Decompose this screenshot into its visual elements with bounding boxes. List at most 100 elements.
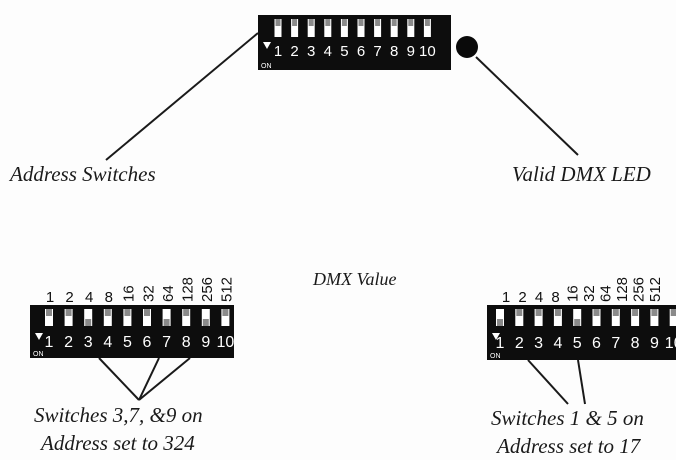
top-switch-knob-7 (375, 19, 381, 26)
right-switch-toggle-9 (650, 309, 659, 326)
left-value-2: 2 (65, 289, 73, 306)
left-switch-number-2: 2 (64, 334, 73, 351)
top-switch-toggle-6 (357, 19, 365, 37)
address-switches-pointer-line (105, 32, 259, 161)
top-switch-toggle-1 (274, 19, 282, 37)
dmx-value-label: DMX Value (313, 269, 397, 289)
right-switch-number-8: 8 (631, 335, 640, 352)
left-switch-toggle-1 (45, 309, 53, 326)
right-value-2: 2 (518, 289, 526, 306)
left-switch-number-1: 1 (45, 334, 54, 351)
right-value-5: 16 (564, 285, 581, 302)
top-switch-knob-2 (292, 19, 298, 26)
right-switch-toggle-7 (611, 309, 620, 326)
left-value-10: 512 (219, 277, 236, 302)
left-switch-number-7: 7 (162, 334, 171, 351)
left-switch-toggle-2 (64, 309, 73, 326)
top-switch-number-7: 7 (373, 43, 381, 60)
right-switch-on-label: ON (490, 353, 501, 360)
top-switch-number-9: 9 (407, 43, 415, 60)
right-value-4: 8 (551, 289, 559, 306)
left-pointer-line-9 (138, 357, 191, 401)
left-switch-toggle-10 (221, 309, 230, 326)
left-switch-knob-8 (183, 309, 190, 316)
left-switch-number-8: 8 (182, 334, 191, 351)
right-switch-toggle-2 (515, 309, 524, 326)
right-value-9: 256 (630, 277, 647, 302)
right-value-3: 4 (535, 289, 543, 306)
left-value-1: 1 (46, 289, 54, 306)
right-switch-number-1: 1 (496, 335, 505, 352)
left-switch-knob-6 (144, 309, 150, 316)
top-switch-toggle-5 (340, 19, 348, 37)
top-switch-knob-9 (408, 19, 414, 26)
left-switch-toggle-8 (182, 309, 191, 326)
right-switch-knob-9 (651, 309, 658, 316)
left-switch-knob-7 (163, 319, 170, 326)
right-switch-toggle-10 (669, 309, 676, 326)
right-switch-knob-7 (612, 309, 619, 316)
left-switch-on-label: ON (33, 351, 44, 358)
right-switch-knob-8 (632, 309, 639, 316)
left-switch-toggle-3 (84, 309, 93, 326)
top-switch-toggle-10 (423, 19, 431, 37)
left-value-4: 8 (105, 289, 113, 306)
top-switch-number-10: 10 (419, 43, 436, 60)
left-switch-knob-3 (85, 319, 92, 326)
left-switch-knob-9 (202, 319, 209, 326)
right-switch-toggle-5 (573, 309, 582, 326)
top-switch-knob-10 (424, 19, 430, 26)
right-caption-line1: Switches 1 & 5 on (491, 406, 644, 430)
left-switch-toggle-4 (103, 309, 112, 326)
top-switch-toggle-4 (324, 19, 332, 37)
top-switch-body (258, 15, 451, 70)
right-switch-toggle-4 (553, 309, 562, 326)
right-value-7: 64 (597, 285, 614, 302)
top-switch-knob-5 (341, 19, 347, 26)
right-switch-knob-1 (497, 319, 503, 326)
top-switch-knob-6 (358, 19, 364, 26)
left-switch-body (30, 305, 234, 358)
left-value-7: 64 (160, 285, 177, 302)
top-switch-number-5: 5 (340, 43, 348, 60)
right-value-1: 1 (502, 289, 510, 306)
top-switch-toggle-2 (291, 19, 299, 37)
left-pointer-line-7 (138, 357, 160, 401)
right-value-6: 32 (581, 285, 598, 302)
left-switch-number-3: 3 (84, 334, 93, 351)
top-switch-toggle-3 (307, 19, 315, 37)
left-value-8: 128 (179, 277, 196, 302)
left-switch-number-10: 10 (217, 334, 235, 351)
right-switch-number-2: 2 (515, 335, 524, 352)
left-switch-number-5: 5 (123, 334, 132, 351)
top-switch-number-3: 3 (307, 43, 315, 60)
right-switch-knob-2 (516, 309, 523, 316)
top-switch-on-label: ON (261, 63, 272, 70)
top-switch-knob-1 (275, 19, 281, 26)
right-switch-knob-6 (593, 309, 600, 316)
led-pointer-line (475, 56, 579, 156)
left-switch-toggle-6 (143, 309, 151, 326)
left-switch-toggle-5 (123, 309, 132, 326)
right-switch-number-6: 6 (592, 335, 601, 352)
left-caption-line2: Address set to 324 (41, 431, 195, 455)
top-switch-toggle-8 (390, 19, 398, 37)
right-switch-toggle-1 (496, 309, 504, 326)
left-switch-toggle-7 (162, 309, 171, 326)
right-switch-number-3: 3 (534, 335, 543, 352)
left-switch-number-4: 4 (103, 334, 112, 351)
left-value-5: 16 (121, 285, 138, 302)
left-pointer-line-3 (98, 357, 140, 401)
top-switch-knob-8 (391, 19, 397, 26)
top-switch-number-8: 8 (390, 43, 398, 60)
right-switch-number-5: 5 (573, 335, 582, 352)
right-switch-knob-5 (574, 319, 581, 326)
left-switch-knob-2 (65, 309, 72, 316)
left-switch-number-9: 9 (201, 334, 210, 351)
top-switch-number-2: 2 (290, 43, 298, 60)
right-value-8: 128 (614, 277, 631, 302)
